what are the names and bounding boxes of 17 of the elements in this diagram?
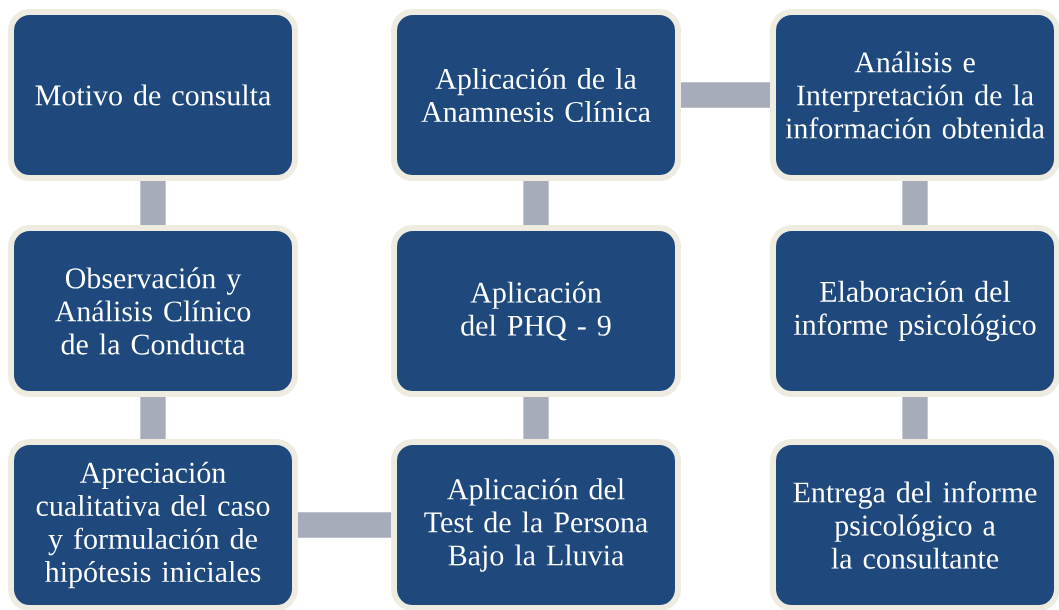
process-box: Motivo de consulta <box>8 9 298 181</box>
process-box: Análisis e Interpretación de la información obtenida <box>770 9 1059 181</box>
connector <box>140 181 166 225</box>
process-box: Aplicación del PHQ - 9 <box>391 225 681 397</box>
process-box: Aplicación de la Anamnesis Clínica <box>391 9 681 181</box>
connector <box>681 82 770 108</box>
process-box: Aplicación del Test de la Persona Bajo la Lluvia <box>391 439 681 610</box>
process-box: Observación y Análisis Clínico de la Conducta <box>8 225 298 397</box>
process-box: Apreciación cualitativa del caso y formulación de hipótesis iniciales <box>8 439 298 610</box>
connector <box>523 397 549 439</box>
process-box: Elaboración del informe psicológico <box>770 225 1059 397</box>
connector <box>902 397 928 439</box>
process-box: Entrega del informe psicológico a la consultante <box>770 439 1059 610</box>
connector <box>298 512 391 538</box>
connector <box>523 181 549 225</box>
connector <box>902 181 928 225</box>
connector <box>140 397 166 439</box>
